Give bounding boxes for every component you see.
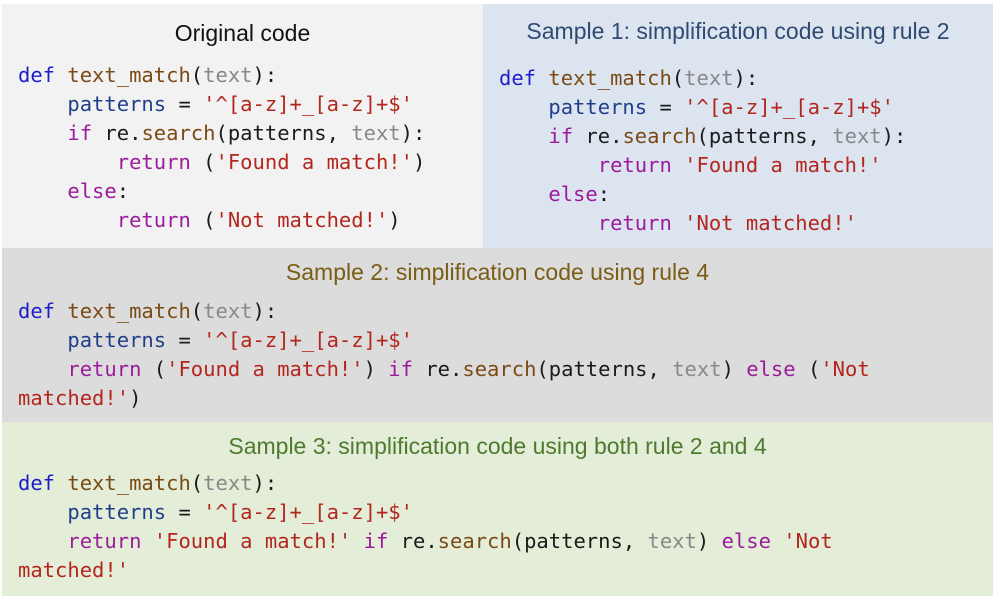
code-line: return 'Found a match!' if re.search(pat… xyxy=(67,529,833,553)
code-line: patterns = '^[a-z]+_[a-z]+$' xyxy=(67,328,413,352)
code-line: return ('Found a match!') if re.search(p… xyxy=(67,357,870,381)
code-line: def text_match(text): xyxy=(18,63,278,87)
sample3-code-block: def text_match(text): patterns = '^[a-z]… xyxy=(18,469,833,585)
code-line: return ('Not matched!') xyxy=(116,208,401,232)
code-line: else: xyxy=(548,182,611,206)
code-line: matched!' xyxy=(18,558,130,582)
code-line: else: xyxy=(67,179,130,203)
original-code-block: def text_match(text): patterns = '^[a-z]… xyxy=(18,61,425,235)
sample1-code-block: def text_match(text): patterns = '^[a-z]… xyxy=(499,64,906,238)
code-line: return 'Found a match!' xyxy=(597,153,882,177)
code-line: return 'Not matched!' xyxy=(597,211,857,235)
sample1-title: Sample 1: simplification code using rule… xyxy=(526,18,950,44)
sample1-panel: Sample 1: simplification code using rule… xyxy=(483,4,993,248)
code-line: matched!') xyxy=(18,386,142,410)
code-line: patterns = '^[a-z]+_[a-z]+$' xyxy=(548,95,894,119)
code-line: if re.search(patterns, text): xyxy=(548,124,907,148)
original-code-title: Original code xyxy=(174,20,311,46)
original-code-panel: Original code def text_match(text): patt… xyxy=(2,4,483,248)
sample3-panel: Sample 3: simplification code using both… xyxy=(2,422,993,596)
sample3-title: Sample 3: simplification code using both… xyxy=(228,433,767,459)
code-line: if re.search(patterns, text): xyxy=(67,121,426,145)
code-line: return ('Found a match!') xyxy=(116,150,426,174)
sample2-code-block: def text_match(text): patterns = '^[a-z]… xyxy=(18,297,870,413)
sample2-title: Sample 2: simplification code using rule… xyxy=(285,259,710,285)
code-line: def text_match(text): xyxy=(18,299,278,323)
code-line: def text_match(text): xyxy=(499,66,759,90)
code-line: def text_match(text): xyxy=(18,471,278,495)
sample2-panel: Sample 2: simplification code using rule… xyxy=(2,248,993,422)
code-line: patterns = '^[a-z]+_[a-z]+$' xyxy=(67,92,413,116)
code-line: patterns = '^[a-z]+_[a-z]+$' xyxy=(67,500,413,524)
